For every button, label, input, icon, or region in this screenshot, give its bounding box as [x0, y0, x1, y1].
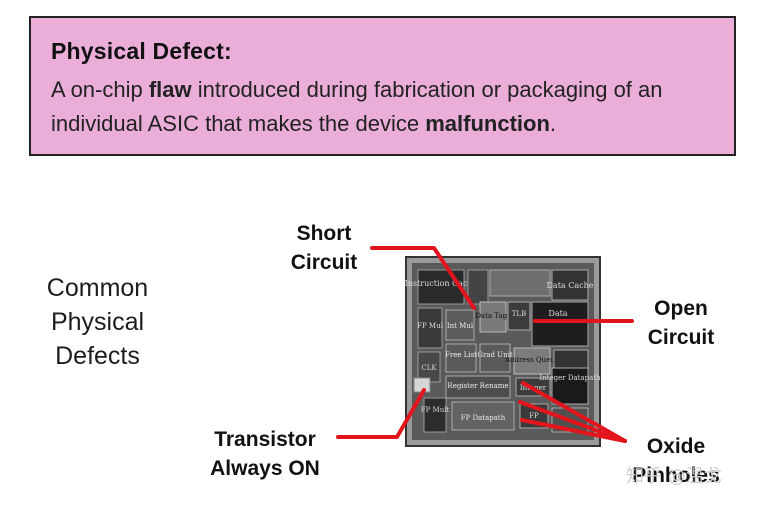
definition-malfunction: malfunction [425, 111, 550, 136]
oxide-pinhole-pointer [520, 418, 627, 443]
chip-block-label: Data [548, 309, 567, 318]
chip-block-label: Grad Unit [477, 351, 512, 359]
heading-line: Physical [50, 308, 145, 336]
pointer-lines [336, 246, 634, 443]
short-circuit-label: Short Circuit [282, 219, 366, 277]
chip-block-label: Register Rename [447, 382, 508, 390]
definition-title: Physical Defect: [51, 38, 232, 64]
chip-block-label: TLB [512, 310, 526, 318]
heading-line: Common [46, 274, 149, 302]
chip-block-label: Integer Datapath [539, 374, 601, 382]
chip-block-label: FP Mult [421, 406, 450, 414]
chip-block-label: FP [529, 412, 539, 420]
open-circuit-label: Open Circuit [636, 294, 726, 352]
chip-block-label: FP Mul [417, 322, 443, 330]
label-line: Oxide [646, 435, 706, 458]
short-circuit-pointer [370, 246, 476, 310]
heading-line: Defects [55, 342, 140, 370]
oxide-pinhole-pointer [521, 381, 627, 443]
chip-block-label: Free List [445, 351, 477, 359]
label-line: Pinholes [632, 464, 720, 487]
common-defects-heading: Common Physical Defects [30, 271, 165, 373]
oxide-pinholes-label: Oxide Pinholes [626, 432, 726, 490]
chip-die-photo: Instruction Cache Data Cache FP Mul Int … [405, 256, 601, 447]
transistor-always-on-label: Transistor Always ON [196, 425, 334, 483]
label-line: Circuit [290, 251, 358, 274]
chip-block-label: CLK [421, 364, 437, 372]
chip-block-label: Data Tags [475, 312, 511, 320]
transistor-pointer [336, 388, 426, 439]
label-line: Circuit [647, 326, 715, 349]
chip-block-label: Data Cache [547, 281, 594, 290]
label-line: Transistor [214, 428, 316, 451]
definition-text-end: . [549, 111, 557, 136]
definition-text-part: A on-chip [51, 77, 149, 102]
chip-block-label: FP Datapath [461, 414, 506, 422]
chip-block-label: Instruction Cache [405, 279, 478, 288]
label-line: Open [654, 297, 708, 320]
chip-block-label: Int Mul [447, 322, 474, 330]
label-line: Always ON [210, 457, 320, 480]
watermark: 知乎 @温戈 [626, 466, 722, 487]
chip-block-label: Address Queue [504, 356, 559, 364]
definition-text: A on-chip flaw introduced during fabrica… [51, 73, 734, 141]
label-line: Short [296, 222, 352, 245]
definition-box: Physical Defect: A on-chip flaw introduc… [29, 16, 736, 156]
definition-text-part: introduced during fabrication or packagi… [51, 77, 663, 136]
oxide-pinhole-pointer [518, 400, 627, 443]
definition-flaw: flaw [148, 77, 192, 102]
